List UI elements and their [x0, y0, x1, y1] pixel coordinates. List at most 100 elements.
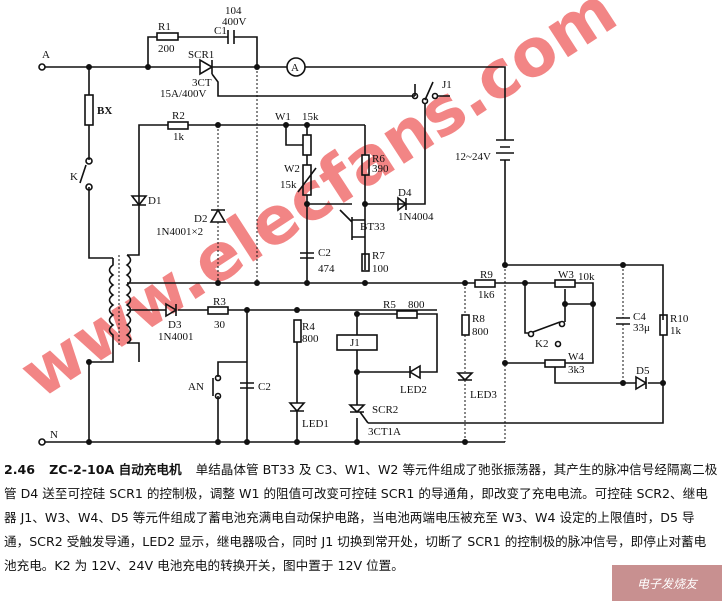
r3-resistor	[207, 306, 229, 315]
component-label: 1N4001	[158, 331, 193, 343]
scr2	[348, 404, 369, 424]
component-label: 30	[214, 319, 226, 331]
component-label: C4	[633, 311, 646, 323]
r10-resistor	[659, 314, 668, 336]
component-label: LED3	[470, 389, 497, 401]
watermark: www.elecfans.com	[7, 0, 630, 413]
r9-resistor	[474, 279, 496, 288]
site-logo: 电子发烧友	[612, 565, 722, 601]
component-label: R6	[372, 153, 385, 165]
component-label: R3	[213, 296, 226, 308]
r7-resistor	[361, 253, 370, 272]
figure-title: ZC-2-10A 自动充电机	[49, 462, 182, 477]
component-label: N	[50, 429, 58, 441]
component-label: SCR2	[372, 404, 398, 416]
terminal-a	[38, 63, 46, 71]
component-label: R7	[372, 250, 385, 262]
transformer-primary	[88, 258, 115, 442]
component-label: SCR1	[188, 49, 214, 61]
w2-potentiometer	[302, 164, 312, 196]
component-label: 3CT1A	[368, 426, 401, 438]
component-label: 12~24V	[455, 151, 491, 163]
component-label: 400V	[222, 16, 247, 28]
c4-capacitor	[616, 317, 630, 325]
component-label: C1	[214, 25, 227, 37]
component-label: 104	[225, 5, 242, 17]
component-label: R8	[472, 313, 485, 325]
label-a: A	[42, 49, 50, 61]
component-label: 1k	[670, 325, 682, 337]
component-label: 15k	[280, 179, 297, 191]
d3-diode	[165, 302, 178, 318]
component-label: D5	[636, 365, 650, 377]
component-label: BT33	[360, 221, 386, 233]
component-label: 100	[372, 263, 389, 275]
component-label: D4	[398, 187, 412, 199]
component-label: 10k	[578, 271, 595, 283]
component-label: W3	[558, 269, 574, 281]
r1-resistor	[156, 32, 179, 41]
w4-potentiometer	[544, 359, 566, 368]
component-label: 3k3	[568, 364, 585, 376]
component-label: R9	[480, 269, 493, 281]
c1-capacitor	[227, 30, 235, 44]
component-label: 1N4004	[398, 211, 434, 223]
d5-diode	[635, 375, 648, 391]
component-label: 800	[408, 299, 425, 311]
scr1	[199, 58, 415, 97]
component-label: D3	[168, 319, 182, 331]
r2-resistor	[167, 121, 189, 130]
component-label: 1k	[173, 131, 185, 143]
component-label: R1	[158, 21, 171, 33]
component-label: 390	[372, 163, 389, 175]
terminal-n	[38, 438, 46, 446]
component-label: J1	[442, 79, 452, 91]
component-label: W4	[568, 351, 584, 363]
component-label: AN	[188, 381, 204, 393]
component-label: R2	[172, 110, 185, 122]
led2	[408, 364, 421, 380]
component-label: A	[291, 62, 299, 74]
component-label: R5	[383, 299, 396, 311]
battery	[496, 139, 514, 161]
c2-electrolytic	[240, 382, 254, 389]
component-label: 474	[318, 263, 335, 275]
component-label: D2	[194, 213, 207, 225]
component-label: 33μ	[633, 322, 650, 334]
c2-capacitor	[300, 252, 314, 259]
r5-resistor	[396, 310, 418, 319]
led1	[288, 342, 306, 442]
w3-potentiometer	[554, 279, 576, 288]
component-label: LED2	[400, 384, 427, 396]
component-label: R4	[302, 321, 315, 333]
component-label: LED1	[302, 418, 329, 430]
component-label: 800	[472, 326, 489, 338]
ammeter	[286, 57, 306, 77]
bt33-transistor	[339, 209, 365, 240]
component-label: 800	[302, 333, 319, 345]
d1-diode	[130, 195, 148, 207]
component-label: C2	[258, 381, 271, 393]
component-label: 15k	[302, 111, 319, 123]
component-label: K2	[535, 338, 548, 350]
component-label: J1	[350, 337, 360, 349]
component-label: 15A/400V	[160, 88, 207, 100]
r4-resistor	[293, 319, 302, 343]
figure-description: 单结晶体管 BT33 及 C3、W1、W2 等元件组成了弛张振荡器，其产生的脉冲…	[4, 462, 718, 573]
component-label: BX	[97, 105, 112, 117]
transformer-secondary	[125, 254, 132, 344]
fuse-bx	[84, 94, 94, 126]
j1-relay-coil	[336, 334, 378, 351]
figure-number: 2.46	[4, 462, 36, 477]
component-label: C2	[318, 247, 331, 259]
component-label: D1	[148, 195, 161, 207]
k2-switch	[524, 283, 593, 334]
figure-caption: 2.46 ZC-2-10A 自动充电机单结晶体管 BT33 及 C3、W1、W2 …	[4, 458, 718, 578]
r6-resistor	[361, 154, 370, 176]
component-label: W2	[284, 163, 300, 175]
w1-potentiometer	[302, 134, 312, 156]
d4-diode	[397, 196, 408, 212]
component-label: R10	[670, 313, 689, 325]
component-label: 200	[158, 43, 175, 55]
component-label: 3CT	[192, 77, 212, 89]
